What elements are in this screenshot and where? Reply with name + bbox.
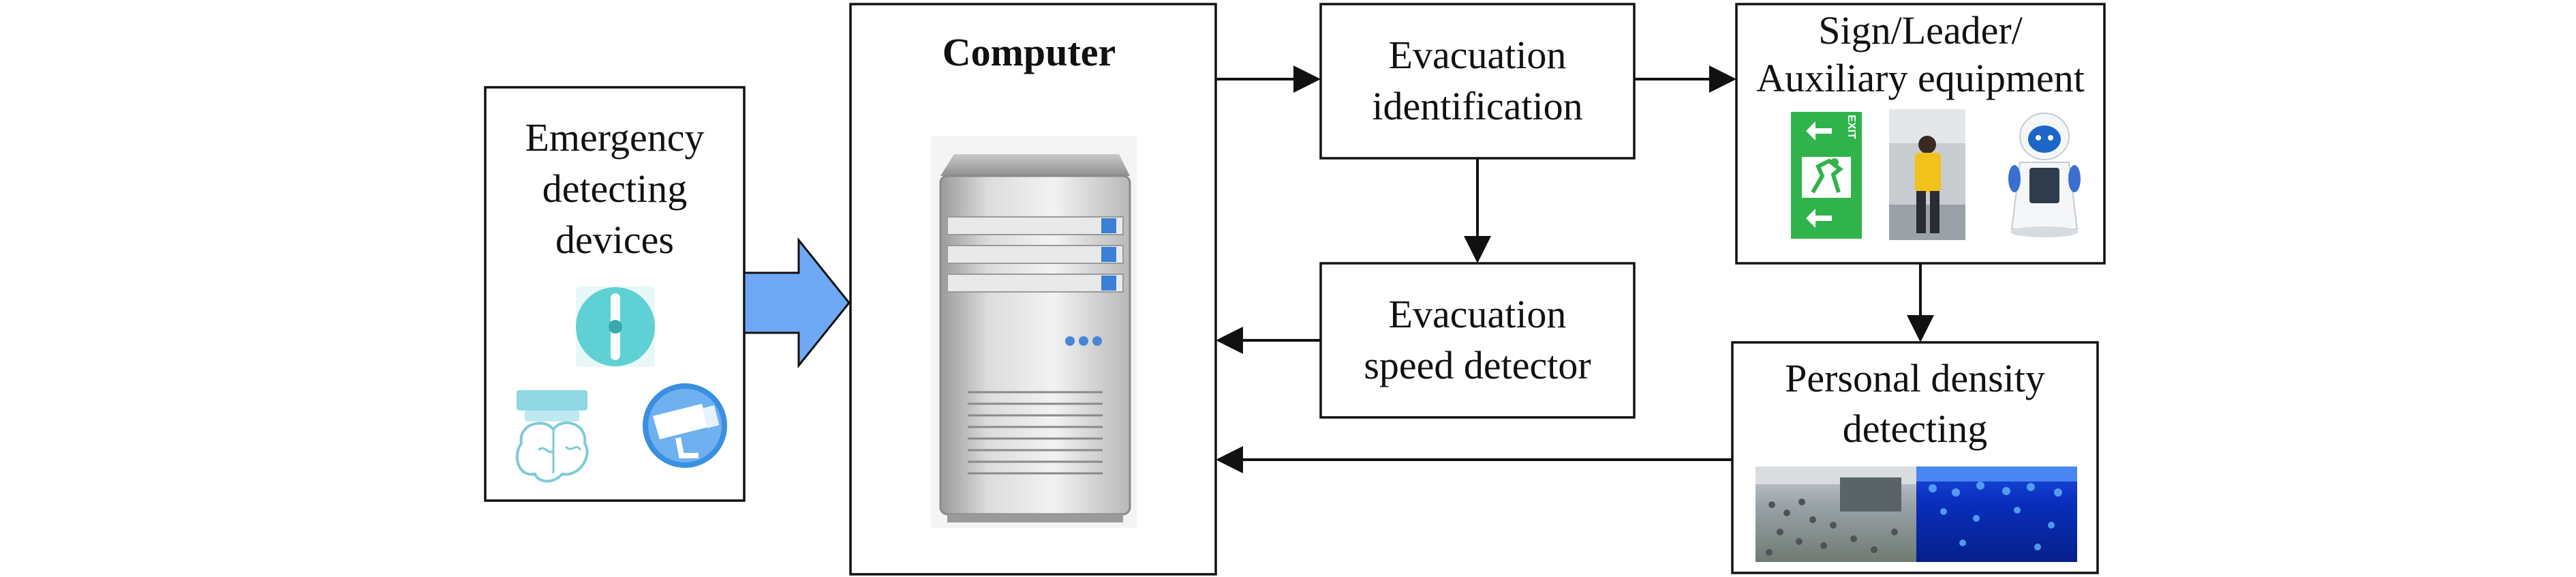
sign-leader-line-2: Auxiliary equipment	[1756, 56, 2085, 100]
sign-leader-line-1: Sign/Leader/	[1818, 8, 2023, 53]
evac-speed-line-1: Evacuation	[1389, 292, 1567, 336]
evac-speed-box	[1319, 262, 1636, 419]
manual-call-point-icon	[576, 286, 655, 367]
personal-density-line-1: Personal density	[1785, 356, 2045, 400]
emergency-label-line-1: Emergency	[525, 115, 704, 160]
exit-sign-text: EXIT	[1845, 115, 1857, 139]
leader-person-icon	[1889, 109, 1965, 240]
crowd-photo-icon	[1755, 467, 1916, 562]
node-personal-density: Personal density detecting	[1731, 341, 2099, 574]
node-sign-leader: Sign/Leader/ Auxiliary equipment EXIT	[1735, 3, 2106, 265]
exit-sign-icon: EXIT	[1791, 112, 1862, 239]
evac-identification-line-1: Evacuation	[1389, 33, 1567, 77]
node-computer: Computer	[849, 3, 1217, 576]
robot-icon	[2008, 113, 2081, 237]
camera-icon	[643, 383, 727, 468]
density-heatmap-icon	[1916, 467, 2077, 562]
emergency-label-line-3: devices	[555, 218, 674, 262]
emergency-label-line-2: detecting	[542, 166, 688, 211]
evac-speed-line-2: speed detector	[1364, 343, 1591, 387]
evac-identification-line-2: identification	[1372, 84, 1582, 128]
evac-identification-box	[1319, 3, 1636, 160]
input-block-arrow	[743, 237, 850, 369]
node-evac-speed: Evacuation speed detector	[1319, 262, 1636, 419]
smoke-detector-icon	[515, 390, 589, 483]
node-evac-identification: Evacuation identification	[1319, 3, 1636, 160]
personal-density-line-2: detecting	[1843, 406, 1988, 451]
computer-label: Computer	[942, 30, 1116, 74]
node-emergency: Emergency detecting devices	[484, 86, 746, 502]
server-tower-icon	[931, 136, 1137, 528]
